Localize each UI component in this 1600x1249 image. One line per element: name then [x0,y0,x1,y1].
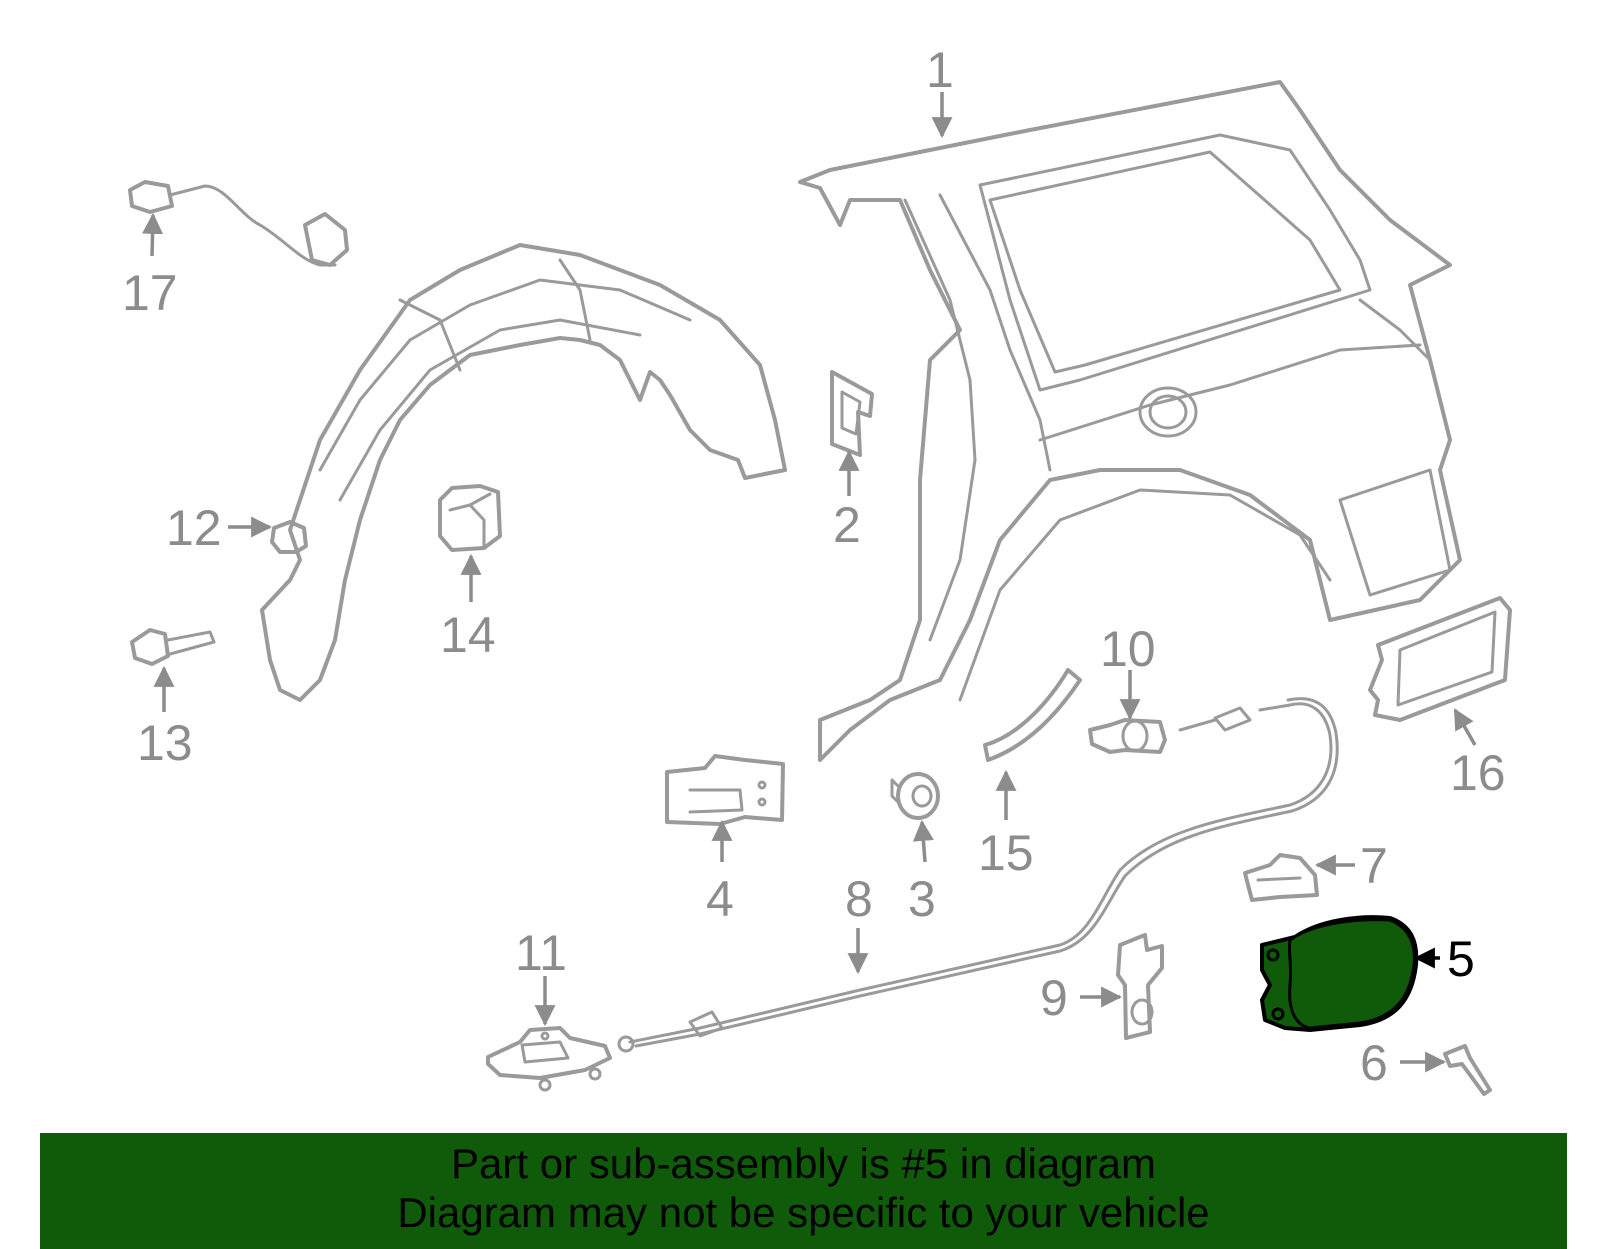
leader-3 [912,819,934,863]
callout-4: 4 [706,871,734,927]
part-11-release-handle [486,1026,612,1092]
callout-15: 15 [978,825,1034,881]
part-8-release-cable [617,697,1339,1053]
part-3-bumper [890,772,940,820]
part-15-molding [983,668,1082,762]
part-1-quarter-panel [798,80,1462,762]
part-17-wire-harness [128,180,349,267]
part-16-fuel-housing [1368,596,1512,722]
inner-fender-liner [260,243,787,702]
callout-17: 17 [122,265,178,321]
leader-17 [142,212,164,257]
callout-6: 6 [1360,1035,1388,1091]
part-13-bolt [130,628,216,666]
part-12-clip [270,520,308,554]
callout-11: 11 [515,925,567,981]
callout-labels: 1 2 3 4 5 6 7 8 9 10 11 12 13 14 15 16 1… [122,42,1506,1091]
part-6-rivet [1443,1044,1492,1096]
callout-3: 3 [908,871,936,927]
part-7-clip [1243,853,1319,902]
part-10-actuator [1088,718,1167,754]
info-banner: Part or sub-assembly is #5 in diagram Di… [40,1133,1567,1249]
callout-14: 14 [440,607,496,663]
callout-5: 5 [1447,931,1475,987]
leader-16 [1453,708,1477,746]
part-5-fuel-door [1260,915,1419,1032]
callout-10: 10 [1100,621,1156,677]
callout-9: 9 [1040,970,1068,1026]
part-9-bracket [1116,933,1164,1040]
banner-line-2: Diagram may not be specific to your vehi… [397,1189,1210,1236]
banner-line-1: Part or sub-assembly is #5 in diagram [451,1140,1156,1187]
part-4-hinge [665,754,785,826]
callout-2: 2 [833,497,861,553]
part-2-bracket [830,370,874,457]
part-14-cap [438,484,502,552]
callout-7: 7 [1360,838,1388,894]
callout-12: 12 [166,500,222,556]
callout-16: 16 [1450,745,1506,801]
callout-13: 13 [137,715,193,771]
leader-lines [142,92,1477,1073]
callout-8: 8 [845,871,873,927]
callout-1: 1 [926,42,954,98]
